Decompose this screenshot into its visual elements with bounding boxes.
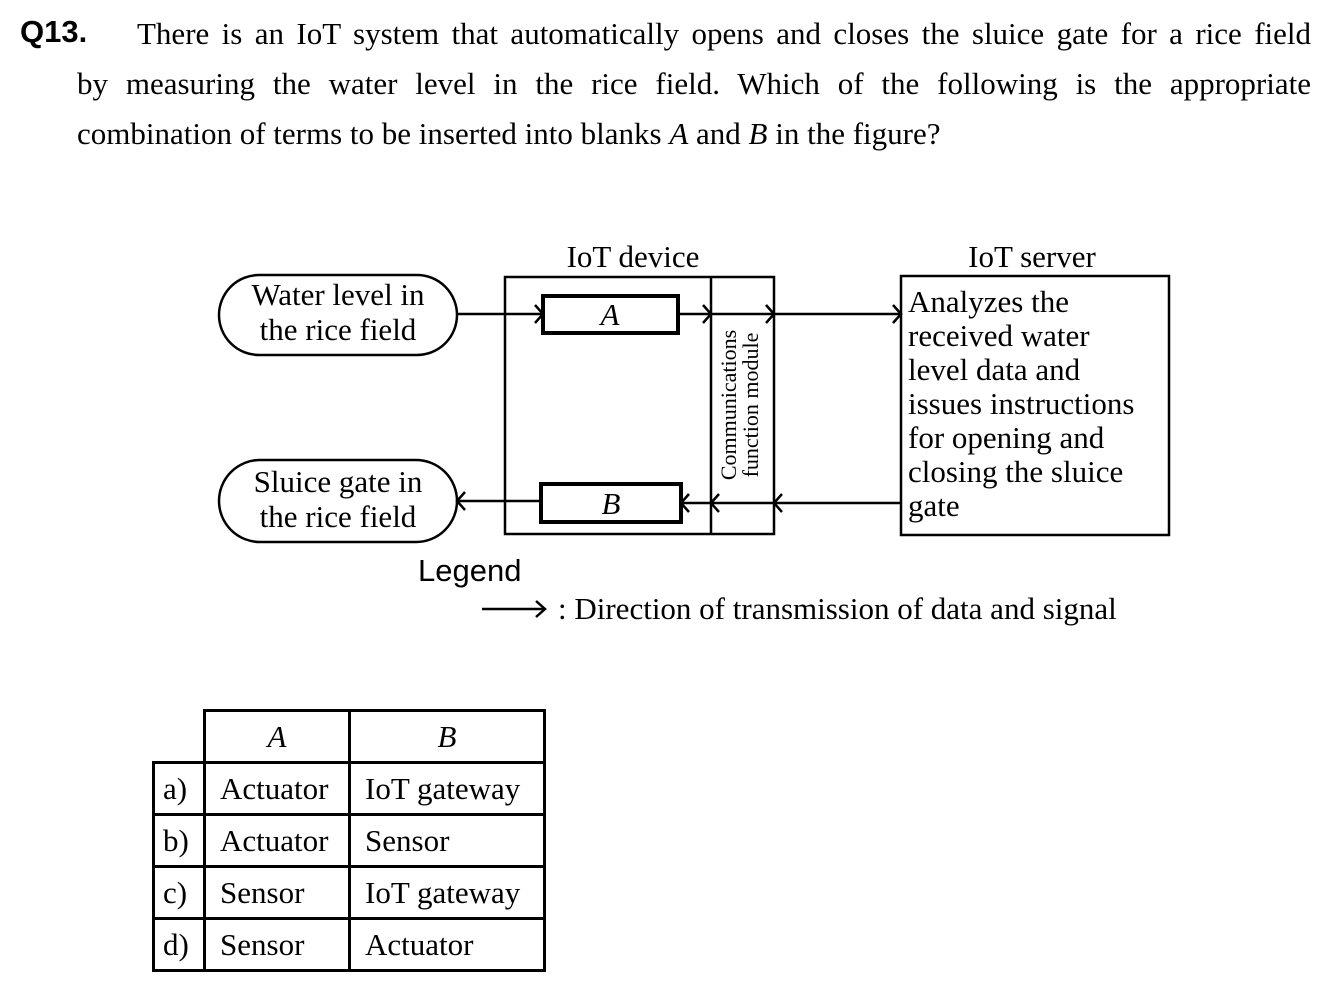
answer-options-table: A B a) Actuator IoT gateway b) Actuator … <box>152 709 546 972</box>
header-a: A <box>203 709 351 764</box>
option-a-value: Actuator <box>203 761 351 816</box>
server-text-line: closing the sluice <box>908 454 1123 489</box>
server-text-line: gate <box>908 488 960 523</box>
question-number: Q13. <box>20 14 88 49</box>
table-header-row: A B <box>153 709 546 764</box>
option-b-value: Sensor <box>348 813 546 868</box>
question-text-segment: in the figure? <box>767 116 941 151</box>
option-b-value: Actuator <box>348 917 546 972</box>
table-row[interactable]: b) Actuator Sensor <box>152 813 546 868</box>
arrowhead <box>772 493 783 513</box>
blank-b-label: B <box>602 486 621 521</box>
option-a-value: Sensor <box>203 917 351 972</box>
table-row[interactable]: d) Sensor Actuator <box>152 917 546 972</box>
arrowhead <box>765 304 776 324</box>
blank-a-reference: A <box>669 116 689 151</box>
comm-module-text-2: function module <box>738 333 763 478</box>
server-text-line: received water <box>908 318 1090 353</box>
arrowhead <box>534 304 545 324</box>
table-row[interactable]: c) Sensor IoT gateway <box>152 865 546 920</box>
legend-entry: : Direction of transmission of data and … <box>480 591 1117 627</box>
iot-server-label: IoT server <box>968 239 1096 274</box>
header-blank-cell <box>153 710 206 764</box>
option-label[interactable]: c) <box>152 865 206 920</box>
legend-description: : Direction of transmission of data and … <box>558 591 1117 626</box>
iot-server-box <box>899 274 1171 537</box>
iot-device-box <box>503 275 776 536</box>
arrowhead <box>892 304 903 324</box>
arrowhead <box>709 493 720 513</box>
question-text-line-2: by measuring the water level in the rice… <box>77 66 1311 101</box>
question-text-line-3: combination of terms to be inserted into… <box>77 114 1311 154</box>
server-text-line: for opening and <box>908 420 1105 455</box>
question-text-segment: and <box>688 116 749 151</box>
server-text-line: Analyzes the <box>908 284 1069 319</box>
header-b: B <box>348 709 546 764</box>
comm-module-text-1: Communications <box>716 330 741 480</box>
option-label[interactable]: a) <box>152 761 206 816</box>
option-a-value: Actuator <box>203 813 351 868</box>
sluice-gate-text-1: Sluice gate in <box>254 464 423 499</box>
water-level-text-1: Water level in <box>251 277 425 312</box>
option-a-value: Sensor <box>203 865 351 920</box>
server-text-line: issues instructions <box>908 386 1134 421</box>
question-text-line-1: There is an IoT system that automaticall… <box>137 16 1311 51</box>
sluice-gate-text-2: the rice field <box>260 499 417 534</box>
option-label[interactable]: d) <box>152 917 206 972</box>
option-label[interactable]: b) <box>152 813 206 868</box>
arrowhead <box>679 493 690 513</box>
question-text-segment: combination of terms to be inserted into… <box>77 116 670 151</box>
server-text-line: level data and <box>908 352 1081 387</box>
water-level-text-2: the rice field <box>260 312 417 347</box>
blank-b-reference: B <box>748 116 768 151</box>
iot-device-label: IoT device <box>567 239 700 274</box>
blank-a-label: A <box>599 297 621 332</box>
arrowhead <box>455 491 466 511</box>
table-row[interactable]: a) Actuator IoT gateway <box>152 761 546 816</box>
option-b-value: IoT gateway <box>348 761 546 816</box>
legend-title: Legend <box>418 553 522 588</box>
option-b-value: IoT gateway <box>348 865 546 920</box>
right-arrow-icon <box>482 600 547 618</box>
